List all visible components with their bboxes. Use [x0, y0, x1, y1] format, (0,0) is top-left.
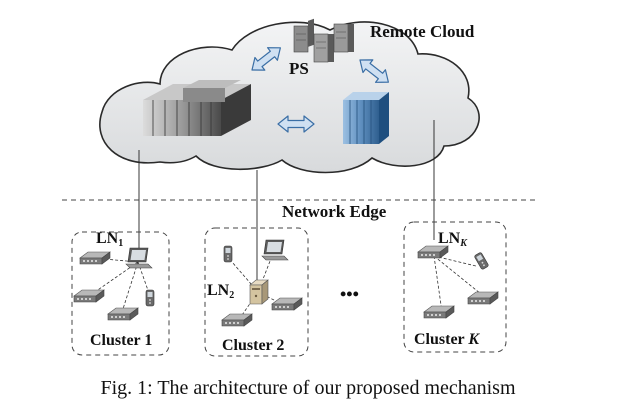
more-clusters-ellipsis: •••	[340, 284, 359, 304]
mobile-phone-icon	[223, 245, 233, 263]
desktop-pc-icon	[249, 279, 269, 305]
mobile-phone-icon	[473, 251, 490, 271]
network-switch-icon	[417, 245, 449, 259]
laptop-icon	[125, 247, 153, 269]
ln1-label: LN1	[96, 230, 123, 249]
network-switch-icon	[271, 297, 303, 311]
lnk-label: LNK	[438, 230, 468, 249]
ln2-label: LN2	[207, 282, 234, 301]
network-switch-icon	[467, 291, 499, 305]
cluster-k-label: Cluster K	[414, 331, 480, 348]
cluster-k: LNK Cluster K	[403, 221, 507, 353]
cluster-1-label: Cluster 1	[90, 332, 152, 349]
network-switch-icon	[79, 251, 111, 265]
network-switch-icon	[73, 289, 105, 303]
server-rack-icon	[343, 92, 389, 144]
mobile-phone-icon	[145, 289, 155, 307]
network-switch-icon	[423, 305, 455, 319]
cluster-1: LN1 Cluster 1	[71, 230, 170, 356]
laptop-icon	[261, 239, 289, 261]
cluster-2-label: Cluster 2	[222, 337, 284, 354]
network-edge-label: Network Edge	[282, 202, 387, 221]
cluster-2: LN2 Cluster 2	[204, 227, 309, 357]
network-switch-icon	[221, 313, 253, 327]
data-center-icon	[143, 80, 251, 136]
network-switch-icon	[107, 307, 139, 321]
figure-caption: Fig. 1: The architecture of our proposed…	[100, 377, 516, 399]
server-cluster-icon	[293, 18, 354, 63]
remote-cloud-label: Remote Cloud	[370, 22, 475, 41]
ps-label: PS	[289, 59, 309, 78]
